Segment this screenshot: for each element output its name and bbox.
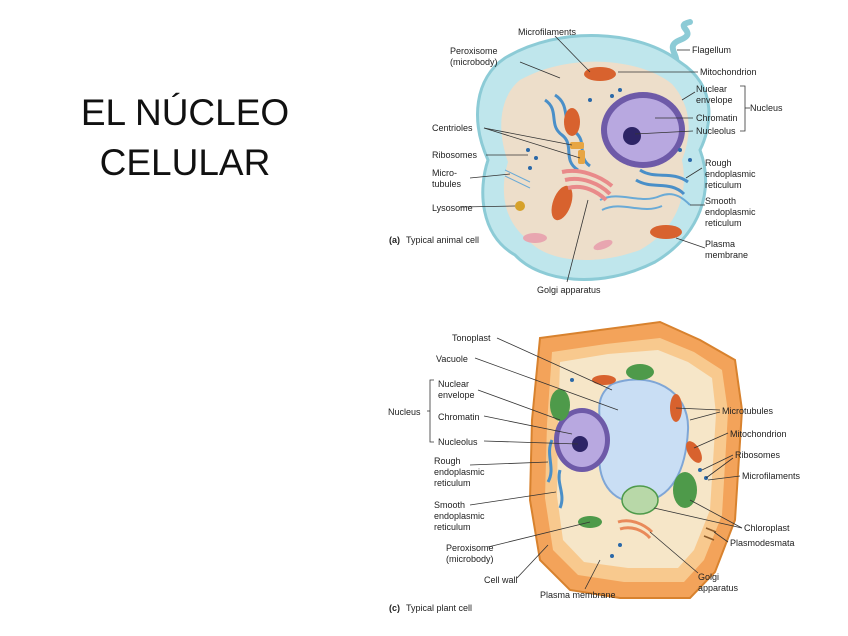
label-ribosomes: Ribosomes: [432, 150, 478, 160]
label-microfilaments: Microfilaments: [518, 27, 577, 37]
animal-labels: Microfilaments Peroxisome (microbody) Fl…: [389, 27, 783, 295]
label-tonoplast: Tonoplast: [452, 333, 491, 343]
label-microtubules-1: Micro-: [432, 168, 457, 178]
animal-microtubules: [504, 169, 531, 189]
animal-mitochondrion: [551, 185, 573, 221]
label-nucleolus: Nucleolus: [438, 437, 478, 447]
label-golgi-2: apparatus: [698, 583, 739, 593]
plant-golgi-apparatus: [617, 519, 654, 540]
label-nuclear-envelope-1: Nuclear: [696, 84, 727, 94]
plant-ribosomes: [570, 378, 708, 558]
plant-caption-text: Typical plant cell: [406, 603, 472, 613]
label-rough-er-2: endoplasmic: [705, 169, 756, 179]
animal-smooth-er: [599, 193, 691, 211]
label-peroxisome: Peroxisome: [450, 46, 498, 56]
label-microfilaments: Microfilaments: [742, 471, 801, 481]
animal-leader-lines: [459, 35, 750, 283]
label-microbody: (microbody): [446, 554, 494, 564]
label-nucleus: Nucleus: [750, 103, 783, 113]
label-mitochondrion: Mitochondrion: [700, 67, 757, 77]
label-cell-wall: Cell wall: [484, 575, 518, 585]
plant-leader-lines: [427, 337, 743, 590]
label-rough-er-3: reticulum: [434, 478, 471, 488]
label-golgi-1: Golgi: [698, 572, 719, 582]
label-vacuole: Vacuole: [436, 354, 468, 364]
label-plasmodesmata: Plasmodesmata: [730, 538, 795, 548]
plant-caption-letter: (c): [389, 603, 400, 613]
label-centrioles: Centrioles: [432, 123, 473, 133]
label-chromatin: Chromatin: [696, 113, 738, 123]
label-smooth-er-2: endoplasmic: [434, 511, 485, 521]
label-microtubules-2: tubules: [432, 179, 462, 189]
label-flagellum: Flagellum: [692, 45, 731, 55]
label-smooth-er-3: reticulum: [434, 522, 471, 532]
animal-golgi-apparatus: [561, 169, 614, 202]
label-nuclear-envelope-2: envelope: [696, 95, 733, 105]
label-nucleus: Nucleus: [388, 407, 421, 417]
label-chromatin: Chromatin: [438, 412, 480, 422]
plant-rough-er: [546, 439, 564, 509]
plant-chloroplast: [550, 389, 570, 421]
label-smooth-er-3: reticulum: [705, 218, 742, 228]
animal-lysosome: [515, 201, 525, 211]
animal-vesicle: [593, 239, 613, 251]
label-ribosomes: Ribosomes: [735, 450, 781, 460]
plant-chloroplast: [621, 485, 659, 515]
label-lysosome: Lysosome: [432, 203, 473, 213]
label-mitochondrion: Mitochondrion: [730, 429, 787, 439]
animal-caption-letter: (a): [389, 235, 400, 245]
animal-mitochondrion: [564, 108, 580, 136]
animal-nucleolus: [623, 127, 641, 145]
animal-caption-text: Typical animal cell: [406, 235, 479, 245]
slide-title: EL NÚCLEO CELULAR: [60, 88, 310, 188]
label-rough-er-2: endoplasmic: [434, 467, 485, 477]
label-microbody: (microbody): [450, 57, 498, 67]
plant-plasmodesmata: [703, 527, 717, 541]
animal-vesicle: [523, 233, 547, 243]
animal-ribosomes: [526, 88, 692, 170]
plant-labels: Tonoplast Vacuole Nucleus Nuclear envelo…: [388, 333, 801, 613]
label-nucleolus: Nucleolus: [696, 126, 736, 136]
plant-cell-illustration: [528, 320, 744, 599]
plant-nucleolus: [572, 436, 588, 452]
label-rough-er-1: Rough: [434, 456, 461, 466]
animal-mitochondrion: [650, 225, 682, 239]
label-smooth-er-2: endoplasmic: [705, 207, 756, 217]
label-rough-er-3: reticulum: [705, 180, 742, 190]
label-chloroplast: Chloroplast: [744, 523, 790, 533]
plant-chloroplast: [673, 472, 697, 508]
label-plasma-membrane: Plasma membrane: [540, 590, 616, 600]
label-plasma-membrane-1: Plasma: [705, 239, 735, 249]
plant-chloroplast: [626, 364, 654, 380]
animal-mitochondrion: [584, 67, 616, 81]
label-plasma-membrane-2: membrane: [705, 250, 748, 260]
label-microtubules: Microtubules: [722, 406, 774, 416]
animal-cell-illustration: [476, 19, 711, 281]
title-line-2: CELULAR: [99, 142, 271, 183]
label-golgi-apparatus: Golgi apparatus: [537, 285, 601, 295]
plant-mitochondrion: [592, 375, 616, 385]
label-nuclear-envelope-1: Nuclear: [438, 379, 469, 389]
label-peroxisome: Peroxisome: [446, 543, 494, 553]
animal-chromatin: [607, 98, 679, 162]
title-line-1: EL NÚCLEO: [80, 92, 290, 133]
label-smooth-er-1: Smooth: [434, 500, 465, 510]
label-smooth-er-1: Smooth: [705, 196, 736, 206]
plant-mitochondrion: [686, 441, 702, 463]
label-nuclear-envelope-2: envelope: [438, 390, 475, 400]
label-rough-er-1: Rough: [705, 158, 732, 168]
animal-centrioles: [570, 142, 585, 164]
